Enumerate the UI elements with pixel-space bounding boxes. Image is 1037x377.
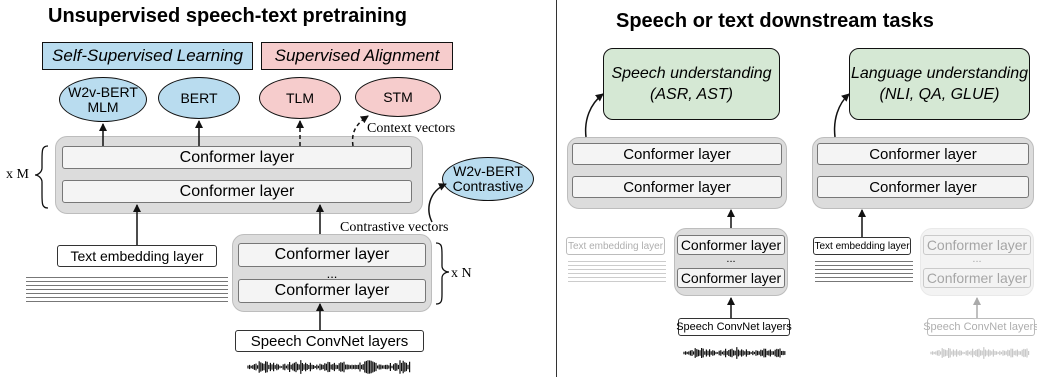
speech-task-speech-layer-bottom: Conformer layer <box>677 268 785 288</box>
shared-conformer-layer-bottom: Conformer layer <box>62 180 412 203</box>
text-task-shared-layer-bottom: Conformer layer <box>817 176 1029 198</box>
speech-conformer-layer-top: Conformer layer <box>238 243 426 267</box>
stm-head-label: STM <box>383 88 413 105</box>
stm-head: STM <box>355 77 441 117</box>
bert-head: BERT <box>158 77 240 119</box>
right-arrows <box>584 93 866 318</box>
arrow-to-text-task <box>833 93 850 138</box>
left-arrows <box>99 115 447 330</box>
speech-task-shared-layer-bottom: Conformer layer <box>572 176 782 198</box>
shared-conformer-layer-top: Conformer layer <box>62 146 412 169</box>
speech-task-shared-layer-top: Conformer layer <box>572 143 782 165</box>
text-task-examples: (NLI, QA, GLUE) <box>879 86 1000 103</box>
text-task-ellipsis: ... <box>972 253 982 265</box>
text-task-shared-layer-top: Conformer layer <box>817 143 1029 165</box>
text-input-snippet <box>26 277 228 305</box>
w2v-bert-contrastive-line1: W2v-BERT <box>453 163 523 179</box>
speech-layer-ellipsis: ... <box>326 266 338 281</box>
bert-head-label: BERT <box>180 89 218 106</box>
speech-task-ellipsis: ... <box>726 253 736 265</box>
w2v-bert-mlm-line2: MLM <box>87 98 119 115</box>
text-task-speech-layer-top: Conformer layer <box>923 235 1031 255</box>
self-supervised-learning-label: Self-Supervised Learning <box>42 42 253 70</box>
speech-understanding-task: Speech understanding (ASR, AST) <box>603 48 780 120</box>
repeat-m-label: x M <box>6 167 29 182</box>
speech-task-speech-layer-top: Conformer layer <box>677 235 785 255</box>
repeat-n-label: x N <box>451 266 472 281</box>
language-understanding-task: Language understanding (NLI, QA, GLUE) <box>849 48 1030 120</box>
speech-task-name: Speech understanding <box>611 65 772 82</box>
right-panel-title: Speech or text downstream tasks <box>616 10 934 32</box>
speech-convnet-layers: Speech ConvNet layers <box>235 330 424 352</box>
panel-divider <box>556 0 557 377</box>
text-task-text-snippet <box>815 261 913 285</box>
context-vectors-label: Context vectors <box>367 121 456 136</box>
text-task-name: Language understanding <box>850 65 1029 82</box>
text-task-convnet: Speech ConvNet layers <box>923 318 1037 336</box>
brace-m <box>34 145 49 209</box>
text-task-speech-layer-bottom: Conformer layer <box>923 268 1031 288</box>
left-panel-title: Unsupervised speech-text pretraining <box>48 5 407 27</box>
speech-task-convnet: Speech ConvNet layers <box>676 318 792 336</box>
w2v-bert-mlm-line1: W2v-BERT <box>68 83 138 100</box>
tlm-head-label: TLM <box>286 89 314 106</box>
w2v-bert-contrastive-line2: Contrastive <box>452 178 524 194</box>
speech-task-text-snippet <box>568 261 666 285</box>
speech-waveform-left <box>247 360 411 374</box>
speech-waveform-faded <box>930 347 1030 359</box>
arrow-to-speech-task <box>584 93 604 138</box>
arrow-to-contrastive <box>428 183 447 223</box>
text-task-speech-stack <box>920 228 1034 296</box>
tlm-head: TLM <box>259 77 341 119</box>
speech-waveform-right <box>683 347 786 359</box>
text-embedding-layer: Text embedding layer <box>57 245 217 267</box>
brace-n <box>435 242 450 305</box>
speech-task-examples: (ASR, AST) <box>650 86 733 103</box>
supervised-alignment-label: Supervised Alignment <box>261 42 453 70</box>
speech-task-text-embedding: Text embedding layer <box>566 237 665 255</box>
text-task-text-embedding: Text embedding layer <box>813 237 911 255</box>
speech-conformer-layer-bottom: Conformer layer <box>238 279 426 303</box>
arrow-to-stm <box>351 115 369 147</box>
contrastive-vectors-label: Contrastive vectors <box>340 220 449 235</box>
